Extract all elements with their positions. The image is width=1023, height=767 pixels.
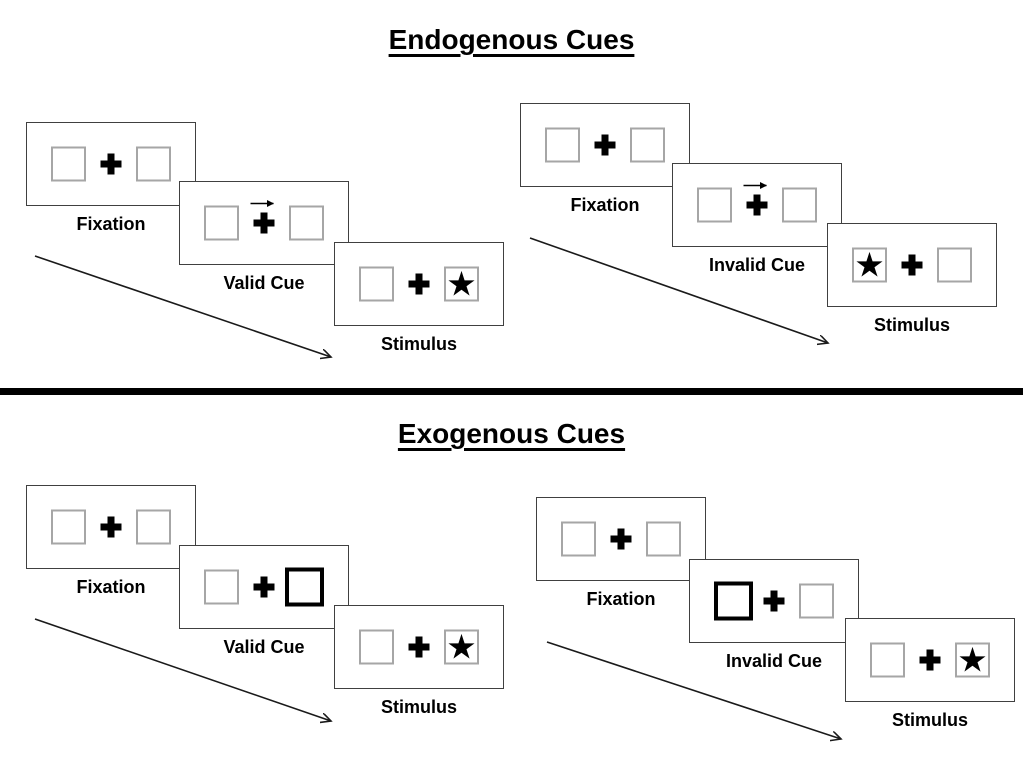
panel-label: Fixation [586,589,656,609]
panel-valid-cue [179,545,349,629]
right-target-box: ★ [955,641,990,679]
panel-label: Stimulus [380,334,457,354]
panel-label: Valid Cue [223,273,305,293]
right-target-box: ★ [444,628,479,666]
left-placeholder-box [545,127,580,163]
panel-label: Stimulus [873,315,950,335]
star-icon: ★ [957,641,988,679]
frame-endo-invalid-cue: Invalid Cue [672,163,842,276]
fixation-cross-icon [610,528,632,550]
star-icon: ★ [446,265,477,303]
panel-fixation [26,122,196,206]
section-title-exogenous: Exogenous Cues [397,418,626,449]
fixation-cross-icon [746,194,768,216]
panel-valid-cue [179,181,349,265]
panel-stimulus: ★ [334,242,504,326]
left-placeholder-box [204,569,239,605]
panel-stimulus: ★ [827,223,997,307]
frame-endo-valid-cue: Valid Cue [179,181,349,294]
frame-endo-invalid-fixation: Fixation [520,103,690,216]
fixation-cross-icon [408,636,430,658]
right-cue-highlight-box [285,567,324,607]
panel-stimulus: ★ [334,605,504,689]
frame-exo-invalid-fixation: Fixation [536,497,706,610]
right-placeholder-box [289,205,324,241]
panel-label: Stimulus [380,697,457,717]
fixation-cross-icon [763,590,785,612]
frame-exo-invalid-stimulus: ★ Stimulus [845,618,1015,731]
right-placeholder-box [630,127,665,163]
left-placeholder-box [561,521,596,557]
star-icon: ★ [854,246,885,284]
panel-fixation [26,485,196,569]
left-placeholder-box [51,509,86,545]
left-placeholder-box [359,266,394,302]
fixation-cross-icon [100,153,122,175]
timeline-arrow-icon [34,255,340,364]
panel-fixation [536,497,706,581]
timeline-arrow-icon [546,641,851,748]
fixation-cross-icon [408,273,430,295]
frame-endo-invalid-stimulus: ★ Stimulus [827,223,997,336]
fixation-cross-icon [253,576,275,598]
panel-invalid-cue [689,559,859,643]
panel-label: Valid Cue [223,637,305,657]
fixation-cross-icon [594,134,616,156]
right-placeholder-box [646,521,681,557]
panel-label: Fixation [76,577,146,597]
panel-fixation [520,103,690,187]
left-placeholder-box [697,187,732,223]
frame-endo-valid-fixation: Fixation [26,122,196,235]
left-placeholder-box [51,146,86,182]
panel-invalid-cue [672,163,842,247]
cue-right-arrow-icon [250,200,274,207]
fixation-cross-icon [253,212,275,234]
fixation-cross-icon [100,516,122,538]
star-icon: ★ [446,628,477,666]
frame-endo-valid-stimulus: ★ Stimulus [334,242,504,355]
fixation-cross-icon [901,254,923,276]
right-placeholder-box [782,187,817,223]
left-placeholder-box [204,205,239,241]
timeline-arrow-icon [529,237,837,351]
left-cue-highlight-box [714,581,753,621]
section-divider [0,388,1023,395]
right-placeholder-box [937,247,972,283]
right-placeholder-box [799,583,834,619]
panel-label: Fixation [76,214,146,234]
panel-stimulus: ★ [845,618,1015,702]
left-target-box: ★ [852,246,887,284]
right-placeholder-box [136,509,171,545]
timeline-arrow-icon [34,618,340,727]
cue-right-arrow-icon [743,182,767,189]
left-placeholder-box [870,642,905,678]
panel-label: Invalid Cue [708,255,806,275]
fixation-cross-icon [919,649,941,671]
section-title-endogenous: Endogenous Cues [388,24,635,55]
panel-label: Fixation [570,195,640,215]
frame-exo-valid-fixation: Fixation [26,485,196,598]
right-target-box: ★ [444,265,479,303]
frame-exo-invalid-cue: Invalid Cue [689,559,859,672]
left-placeholder-box [359,629,394,665]
panel-label: Stimulus [891,710,968,730]
panel-label: Invalid Cue [725,651,823,671]
frame-exo-valid-cue: Valid Cue [179,545,349,658]
frame-exo-valid-stimulus: ★ Stimulus [334,605,504,718]
right-placeholder-box [136,146,171,182]
